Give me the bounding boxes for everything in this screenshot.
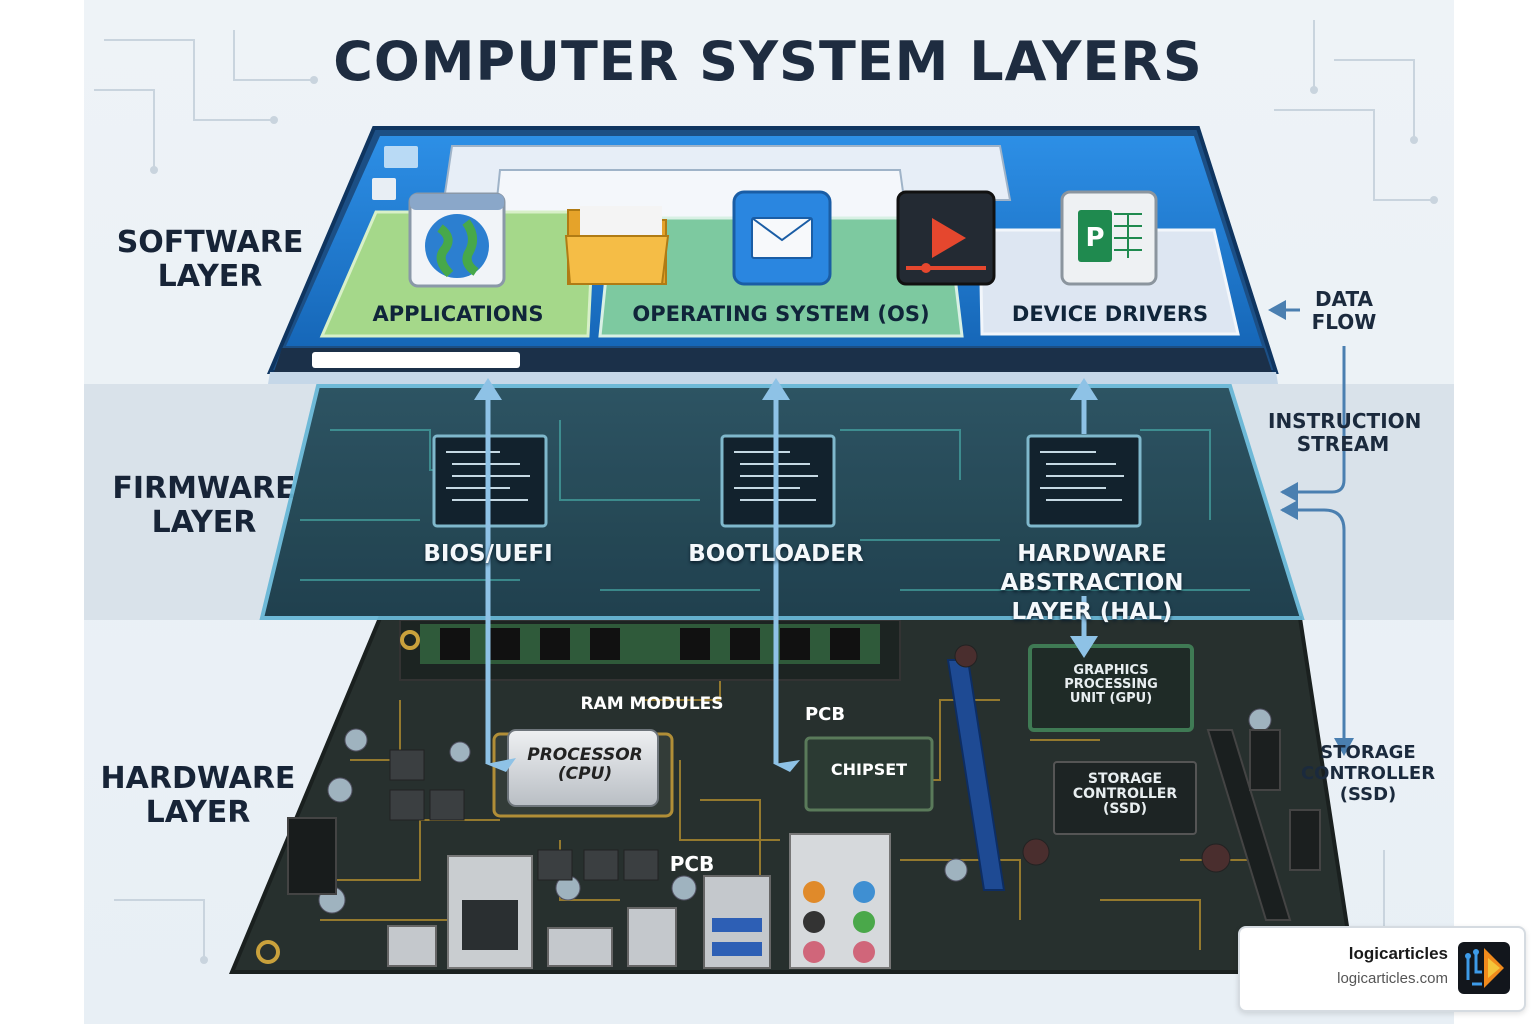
brand-badge[interactable]: logicarticles logicarticles.com [1238,926,1526,1012]
spreadsheet-icon: P [1060,190,1158,286]
storage-controller-side-label: STORAGE CONTROLLER (SSD) [1300,742,1436,805]
bios-uefi-label: BIOS/UEFI [423,541,553,567]
software-layer-label: SOFTWARE LAYER [116,225,304,294]
ram-modules-label: RAM MODULES [580,694,724,714]
cpu-label: PROCESSOR (CPU) [527,745,643,784]
hardware-layer-label: HARDWARE LAYER [100,761,296,830]
instruction-stream-label: INSTRUCTION STREAM [1268,409,1422,456]
svg-text:P: P [1085,223,1104,253]
gpu-label: GRAPHICS PROCESSING UNIT (GPU) [1064,663,1158,706]
hal-label: HARDWARE ABSTRACTION LAYER (HAL) [1000,541,1184,625]
firmware-layer-label: FIRMWARE LAYER [112,471,296,540]
brand-name: logicarticles [1348,944,1448,963]
pcb-label-bottom: PCB [669,852,715,876]
operating-system-label: OPERATING SYSTEM (OS) [632,302,930,326]
data-flow-label: DATA FLOW [1311,287,1377,334]
device-drivers-label: DEVICE DRIVERS [1011,302,1209,326]
layer-arrows [474,378,1098,772]
motherboard [228,616,1357,974]
pcb-label-top: PCB [804,704,846,725]
side-arrow-heads [1268,300,1354,756]
bootloader-label: BOOTLOADER [688,541,864,567]
storage-controller-chip-label: STORAGE CONTROLLER (SSD) [1072,771,1178,817]
applications-label: APPLICATIONS [372,302,544,326]
page-title: COMPUTER SYSTEM LAYERS [333,30,1203,93]
mail-icon [732,190,832,286]
chipset-label: CHIPSET [830,760,908,779]
video-icon [896,190,996,286]
brand-url[interactable]: logicarticles.com [1337,970,1448,987]
brand-logo-icon [1458,942,1510,994]
folder-icon [564,206,670,285]
globe-icon [408,192,506,288]
